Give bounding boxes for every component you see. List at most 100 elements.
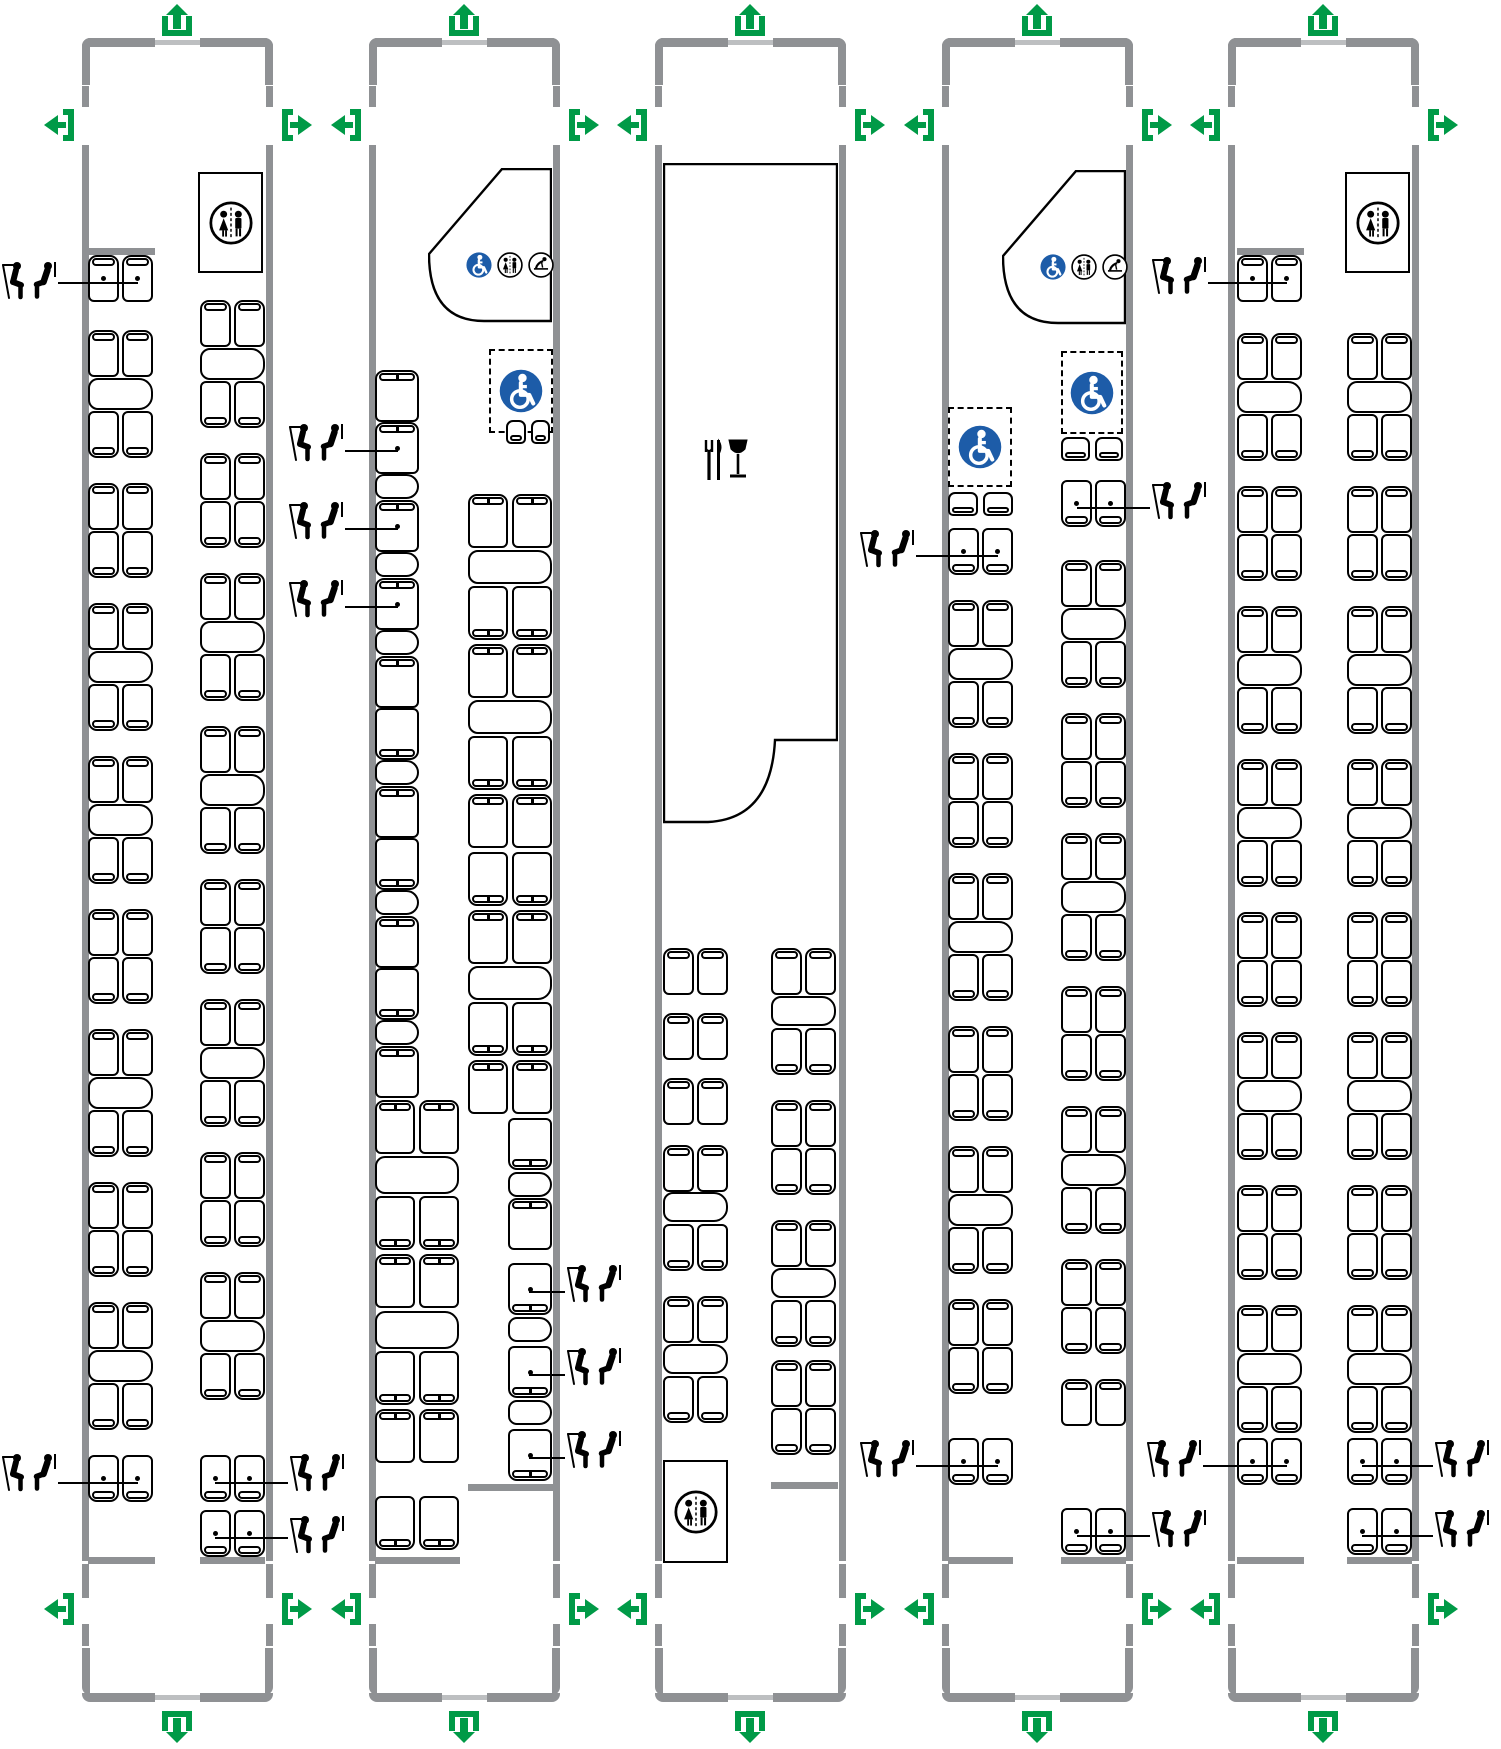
seat[interactable] [1271,606,1302,653]
seat[interactable] [88,1230,119,1277]
seat[interactable] [200,453,231,500]
seat[interactable] [771,1408,802,1455]
seat[interactable] [771,1220,802,1267]
seat[interactable] [508,1198,552,1250]
seat[interactable] [200,999,231,1046]
priority-seat[interactable] [508,1429,552,1481]
priority-seat[interactable] [982,528,1013,575]
seat[interactable] [234,654,265,701]
seat[interactable] [1095,1259,1126,1306]
seat[interactable] [200,300,231,347]
seat[interactable] [1381,960,1412,1007]
seat[interactable] [1271,534,1302,581]
seat[interactable] [122,603,153,650]
seat[interactable] [1061,641,1092,688]
seat[interactable] [122,1302,153,1349]
folding-seat[interactable] [983,492,1013,516]
seat[interactable] [468,1060,508,1114]
seat[interactable] [419,1496,459,1550]
seat[interactable] [663,1013,694,1060]
seat[interactable] [88,837,119,884]
seat[interactable] [1347,1032,1378,1079]
seat[interactable] [982,681,1013,728]
seat[interactable] [1061,1379,1092,1426]
seat[interactable] [771,1148,802,1195]
seat[interactable] [419,1409,459,1463]
seat[interactable] [948,600,979,647]
seat[interactable] [88,330,119,377]
priority-seat[interactable] [1061,480,1092,527]
seat[interactable] [88,909,119,956]
priority-seat[interactable] [1347,1508,1378,1555]
seat[interactable] [468,910,508,964]
seat[interactable] [982,1299,1013,1346]
seat[interactable] [375,656,419,708]
seat[interactable] [512,736,552,790]
seat[interactable] [1381,414,1412,461]
seat[interactable] [697,1224,728,1271]
seat[interactable] [200,1272,231,1319]
seat[interactable] [1381,486,1412,533]
priority-seat[interactable] [122,255,153,302]
seat[interactable] [1237,960,1268,1007]
seat[interactable] [982,1347,1013,1394]
seat[interactable] [697,1376,728,1423]
seat[interactable] [663,1078,694,1125]
seat[interactable] [1237,1185,1268,1232]
seat[interactable] [1237,759,1268,806]
seat[interactable] [1271,1386,1302,1433]
seat[interactable] [1347,687,1378,734]
seat[interactable] [1381,333,1412,380]
seat[interactable] [805,1220,836,1267]
seat[interactable] [1061,986,1092,1033]
seat[interactable] [1237,486,1268,533]
priority-seat[interactable] [508,1346,552,1398]
seat[interactable] [1271,912,1302,959]
seat[interactable] [1061,914,1092,961]
priority-seat[interactable] [1095,1508,1126,1555]
seat[interactable] [1237,414,1268,461]
seat[interactable] [512,586,552,640]
seat[interactable] [375,708,419,760]
seat[interactable] [948,873,979,920]
seat[interactable] [375,1409,415,1463]
seat[interactable] [419,1196,459,1250]
seat[interactable] [200,927,231,974]
seat[interactable] [1237,1032,1268,1079]
seat[interactable] [234,381,265,428]
seat[interactable] [805,1408,836,1455]
seat[interactable] [234,1200,265,1247]
seat[interactable] [375,1100,415,1154]
seat[interactable] [1095,1034,1126,1081]
seat[interactable] [122,837,153,884]
priority-seat[interactable] [200,1455,231,1502]
seat[interactable] [122,1029,153,1076]
seat[interactable] [1271,1305,1302,1352]
seat[interactable] [663,948,694,995]
seat[interactable] [375,1046,419,1098]
seat[interactable] [200,573,231,620]
seat[interactable] [419,1100,459,1154]
seat[interactable] [1095,1307,1126,1354]
seat[interactable] [1381,1386,1412,1433]
seat[interactable] [88,411,119,458]
seat[interactable] [1061,833,1092,880]
seat[interactable] [771,1028,802,1075]
seat[interactable] [1347,486,1378,533]
seat[interactable] [468,852,508,906]
seat[interactable] [234,927,265,974]
seat[interactable] [88,1302,119,1349]
folding-seat[interactable] [1094,437,1123,461]
seat[interactable] [375,786,419,838]
seat[interactable] [1347,912,1378,959]
seat[interactable] [1347,960,1378,1007]
seat[interactable] [88,1110,119,1157]
wheelchair-space[interactable] [1061,351,1123,434]
priority-seat[interactable] [1381,1508,1412,1555]
seat[interactable] [88,1383,119,1430]
seat[interactable] [1271,1113,1302,1160]
priority-seat[interactable] [234,1455,265,1502]
seat[interactable] [122,909,153,956]
seat[interactable] [1237,1305,1268,1352]
seat[interactable] [375,968,419,1020]
